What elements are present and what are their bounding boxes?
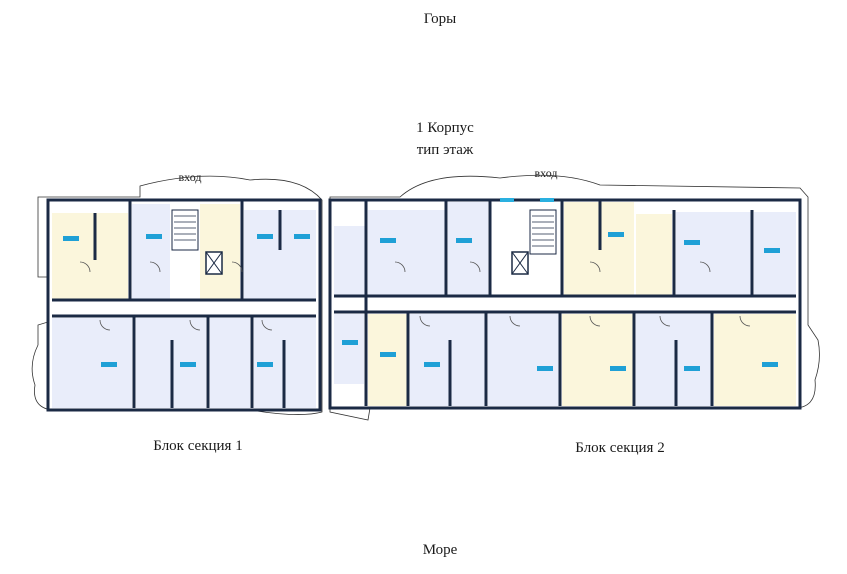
entrance-label-2: вход — [534, 166, 558, 180]
building-label: 1 Корпус — [416, 120, 474, 136]
floor-label: тип этаж — [416, 142, 474, 158]
s1-a7[interactable] — [210, 318, 250, 408]
s2-a11[interactable] — [714, 314, 796, 406]
s2-a1[interactable] — [334, 226, 366, 296]
section1-body — [46, 198, 322, 412]
s2-a7[interactable] — [368, 314, 408, 406]
s1-a2[interactable] — [132, 204, 170, 300]
s2-a2[interactable] — [368, 210, 446, 296]
section1-label: Блок секция 1 — [153, 438, 243, 454]
section2-label: Блок секция 2 — [575, 440, 665, 456]
s2-a3[interactable] — [448, 202, 488, 296]
s1-a5[interactable] — [52, 318, 132, 408]
s2-a5[interactable] — [754, 212, 796, 296]
s2-a9[interactable] — [562, 314, 634, 406]
section1-outline — [31, 175, 323, 415]
north-label: Горы — [423, 11, 457, 27]
s2-a8[interactable] — [410, 314, 486, 406]
s1-a1[interactable] — [52, 213, 128, 301]
s2-a4[interactable] — [676, 212, 752, 296]
s2-a10[interactable] — [636, 314, 712, 406]
section2-body — [328, 198, 802, 410]
south-label: Море — [422, 542, 458, 558]
section2-outline — [329, 174, 820, 421]
